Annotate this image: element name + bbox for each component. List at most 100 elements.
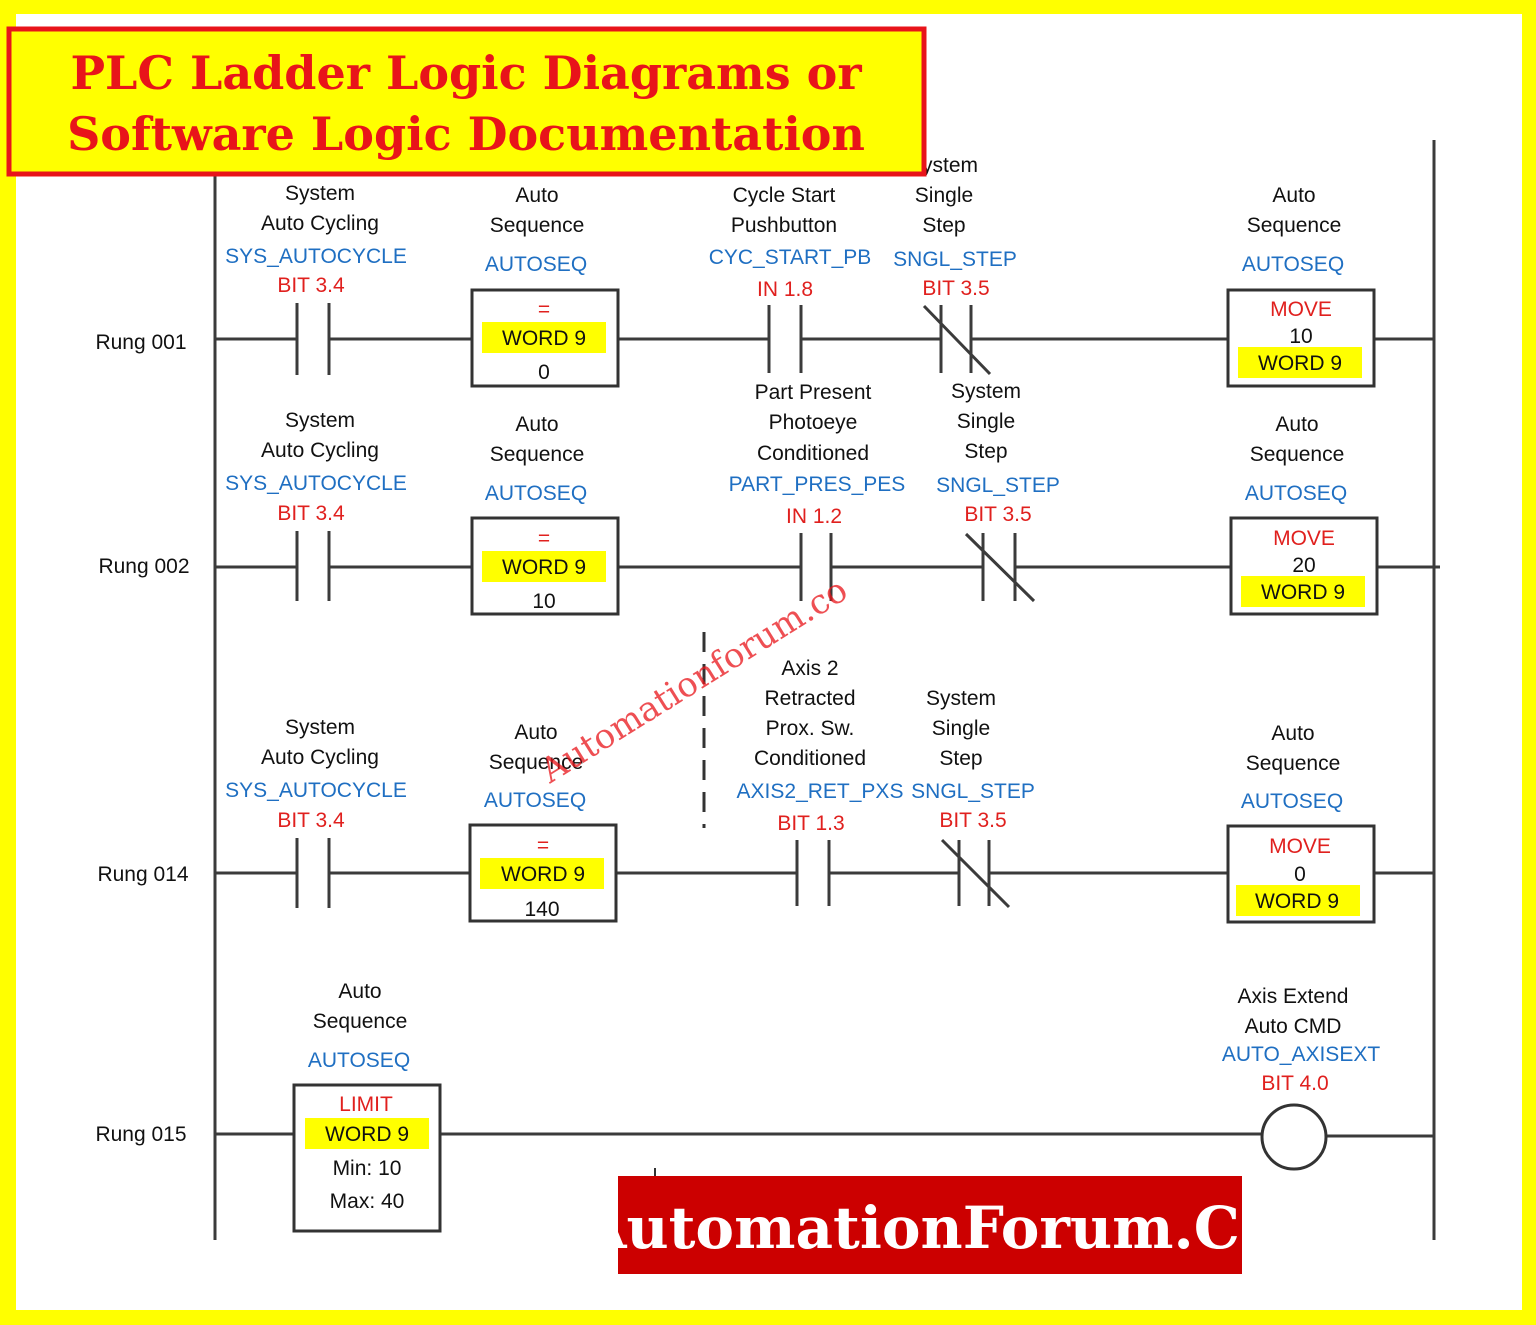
block-word: WORD 9 [501, 863, 585, 886]
block-tag: AUTOSEQ [485, 482, 587, 505]
contact-address: BIT 3.5 [964, 503, 1031, 526]
contact-no-part-pres-pes: Part Present Photoeye Conditioned PART_P… [729, 381, 906, 601]
rung-label: Rung 001 [95, 331, 186, 354]
contact-address: BIT 3.4 [277, 274, 345, 297]
contact-nc-sngl-step: System Single Step SNGL_STEP BIT 3.5 [911, 687, 1035, 909]
block-tag: AUTOSEQ [485, 253, 587, 276]
contact-desc: Auto Cycling [261, 439, 379, 462]
block-value: 20 [1292, 554, 1315, 577]
block-tag: AUTOSEQ [1245, 482, 1347, 505]
rung-label: Rung 015 [95, 1123, 186, 1146]
contact-address: BIT 1.3 [777, 812, 844, 835]
title-box: PLC Ladder Logic Diagrams or Software Lo… [6, 26, 927, 177]
word-highlight [480, 858, 604, 889]
contact-nc-sngl-step: ystem Single Step SNGL_STEP BIT 3.5 [893, 154, 1017, 376]
coil-address: BIT 4.0 [1261, 1072, 1328, 1095]
block-desc: Sequence [489, 751, 584, 774]
contact-tag: SYS_AUTOCYCLE [225, 472, 407, 495]
contact-no-sys-autocycle: System Auto Cycling SYS_AUTOCYCLE BIT 3.… [225, 716, 407, 908]
block-operator: MOVE [1270, 298, 1332, 321]
block-desc: Sequence [1247, 214, 1342, 237]
contact-address: BIT 3.5 [922, 277, 989, 300]
rung-015: Rung 015 Auto Sequence AUTOSEQ LIMIT WOR… [95, 980, 1434, 1233]
contact-desc: System [926, 687, 996, 710]
contact-tag: PART_PRES_PES [729, 473, 906, 496]
block-desc: Sequence [1250, 443, 1345, 466]
contact-desc: Step [939, 747, 982, 770]
rung-wire [215, 1132, 1434, 1138]
rung-001: Rung 001 System Auto Cycling SYS_AUTOCYC… [95, 154, 1434, 388]
word-highlight [482, 322, 606, 353]
contact-tag: AXIS2_RET_PXS [737, 780, 904, 803]
page-title-line2: Software Logic Documentation [67, 107, 865, 161]
block-tag: AUTOSEQ [484, 789, 586, 812]
contact-desc: System [285, 716, 355, 739]
contact-tag: CYC_START_PB [709, 246, 872, 269]
contact-desc: Axis 2 [781, 657, 838, 680]
contact-no-sys-autocycle: System Auto Cycling SYS_AUTOCYCLE BIT 3.… [225, 182, 407, 375]
contact-desc: Auto Cycling [261, 212, 379, 235]
coil-tag: AUTO_AXISEXT [1222, 1043, 1381, 1066]
block-desc: Auto [338, 980, 381, 1003]
coil-desc: Auto CMD [1245, 1015, 1342, 1038]
word-highlight [1241, 576, 1365, 607]
contact-tag: SNGL_STEP [936, 474, 1060, 497]
contact-address: IN 1.2 [786, 505, 842, 528]
compare-block: Auto Sequence AUTOSEQ = WORD 9 0 [470, 184, 620, 388]
rung-label: Rung 002 [98, 555, 189, 578]
block-desc: Sequence [1246, 752, 1341, 775]
limit-block: Auto Sequence AUTOSEQ LIMIT WORD 9 Min: … [292, 980, 442, 1233]
contact-desc: System [285, 409, 355, 432]
contact-tag: SYS_AUTOCYCLE [225, 779, 407, 802]
block-value: 10 [532, 590, 555, 613]
block-word: WORD 9 [1261, 581, 1345, 604]
contact-desc: Part Present [755, 381, 872, 404]
contact-no-sys-autocycle: System Auto Cycling SYS_AUTOCYCLE BIT 3.… [225, 409, 407, 601]
drawing-area [16, 14, 1522, 1310]
block-desc: Sequence [313, 1010, 408, 1033]
rung-002: Rung 002 System Auto Cycling SYS_AUTOCYC… [98, 380, 1440, 616]
block-value: 0 [538, 361, 550, 384]
contact-no-cyc-start-pb: Cycle Start Pushbutton CYC_START_PB IN 1… [709, 184, 872, 373]
contact-desc: Cycle Start [733, 184, 836, 207]
block-desc: Auto [515, 184, 558, 207]
block-max: Max: 40 [330, 1190, 405, 1213]
block-tag: AUTOSEQ [308, 1049, 410, 1072]
contact-desc: System [951, 380, 1021, 403]
contact-address: BIT 3.5 [939, 809, 1006, 832]
contact-tag: SNGL_STEP [893, 248, 1017, 271]
contact-desc: Photoeye [769, 411, 858, 434]
coil-symbol [1260, 1103, 1328, 1171]
block-operator: LIMIT [339, 1093, 393, 1116]
rung-label: Rung 014 [97, 863, 188, 886]
block-word: WORD 9 [1255, 890, 1339, 913]
word-highlight [305, 1118, 429, 1149]
block-desc: Sequence [490, 443, 585, 466]
block-word: WORD 9 [325, 1123, 409, 1146]
brand-banner: AutomationForum.Co [580, 1168, 1279, 1274]
contact-desc: Single [932, 717, 990, 740]
block-value: 10 [1289, 325, 1312, 348]
block-min: Min: 10 [333, 1157, 402, 1180]
contact-address: BIT 3.4 [277, 809, 345, 832]
block-value: 0 [1294, 863, 1306, 886]
word-highlight [1238, 347, 1362, 378]
coil-desc: Axis Extend [1238, 985, 1349, 1008]
contact-address: BIT 3.4 [277, 502, 345, 525]
move-block: Auto Sequence AUTOSEQ MOVE 20 WORD 9 [1229, 413, 1379, 616]
block-operator: = [537, 834, 549, 857]
block-desc: Auto [1272, 184, 1315, 207]
compare-block: Auto Sequence AUTOSEQ = WORD 9 10 [470, 413, 620, 616]
block-tag: AUTOSEQ [1241, 790, 1343, 813]
contact-desc: Pushbutton [731, 214, 837, 237]
move-block: Auto Sequence AUTOSEQ MOVE 0 WORD 9 [1226, 722, 1376, 924]
contact-desc: Single [915, 184, 973, 207]
contact-desc: System [285, 182, 355, 205]
block-operator: = [538, 298, 550, 321]
block-value: 140 [524, 898, 559, 921]
block-word: WORD 9 [502, 556, 586, 579]
contact-nc-sngl-step: System Single Step SNGL_STEP BIT 3.5 [936, 380, 1060, 603]
contact-tag: SYS_AUTOCYCLE [225, 245, 407, 268]
contact-tag: SNGL_STEP [911, 780, 1035, 803]
block-word: WORD 9 [1258, 352, 1342, 375]
